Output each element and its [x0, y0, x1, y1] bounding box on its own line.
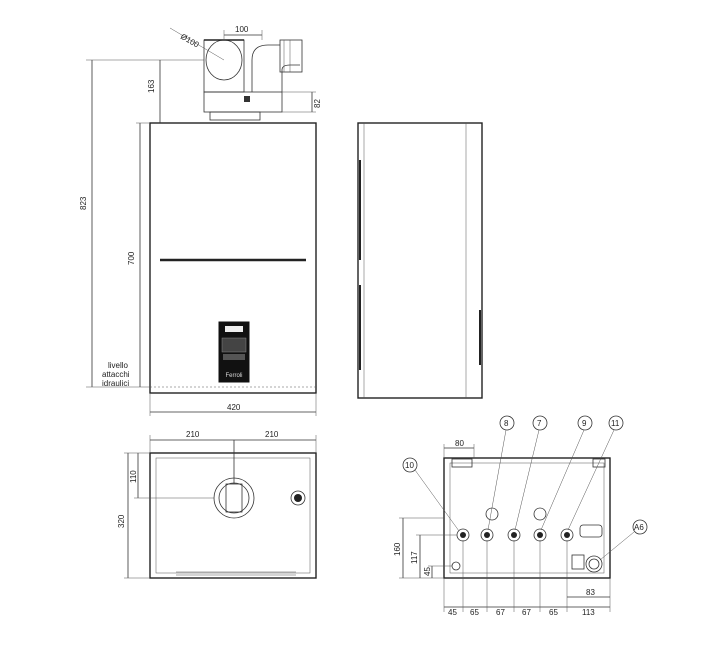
dim-spacing-65b: 65 [549, 608, 558, 617]
dim-spacing-67b: 67 [522, 608, 531, 617]
dim-depth: 320 [117, 514, 126, 528]
dim-half-left: 210 [186, 430, 200, 439]
dim-flue-spacing: 100 [235, 25, 249, 34]
dim-top-depth: 110 [129, 470, 138, 483]
front-view: Ferroli [149, 39, 317, 394]
dim-spacing-67a: 67 [496, 608, 505, 617]
front-dimensions: 823 163 700 82 100 Ø100 420 livello atta… [79, 25, 322, 416]
dim-spacing-113: 113 [582, 608, 595, 617]
dim-conn-height: 160 [393, 542, 402, 556]
front-body [149, 122, 317, 394]
callout-a6: A6 [634, 523, 644, 532]
dim-half-right: 210 [265, 430, 279, 439]
fitting-8 [480, 528, 494, 542]
callout-10: 10 [405, 461, 414, 470]
dim-conn-height2: 117 [410, 551, 419, 564]
dim-conn-low: 45 [423, 567, 432, 576]
level-label-2: attacchi [102, 370, 130, 379]
bottom-view [443, 457, 611, 579]
dim-flue-height: 163 [147, 79, 156, 93]
callouts: 10 8 7 9 11 A6 [402, 415, 648, 561]
dim-body-height: 700 [127, 251, 136, 265]
dim-spacing-83: 83 [586, 588, 595, 597]
flue-pipe-right [251, 39, 303, 92]
fitting-9 [533, 528, 547, 542]
side-view [357, 122, 483, 399]
control-panel: Ferroli [218, 321, 250, 383]
callout-11: 11 [611, 419, 620, 428]
flue-pipe-left [203, 39, 245, 93]
callout-8: 8 [504, 419, 509, 428]
dim-flue-diameter: Ø100 [179, 32, 201, 50]
callout-7: 7 [537, 419, 542, 428]
fitting-7 [507, 528, 521, 542]
dim-conn-offset: 80 [455, 439, 464, 448]
dim-flue-offset: 82 [313, 99, 322, 108]
dim-total-height: 823 [79, 196, 88, 210]
dim-width: 420 [227, 403, 241, 412]
top-view [149, 440, 317, 579]
dim-spacing-45: 45 [448, 608, 457, 617]
level-label-1: livello [108, 361, 129, 370]
flue-base [203, 91, 283, 113]
bottom-dimensions: 80 160 117 45 45 65 67 67 65 113 83 [393, 439, 611, 617]
top-dimensions: 210 210 110 320 [117, 430, 317, 579]
top-port [290, 490, 306, 506]
callout-9: 9 [582, 419, 587, 428]
dim-spacing-65a: 65 [470, 608, 479, 617]
level-label-3: idraulici [102, 379, 129, 388]
panel-brand: Ferroli [225, 373, 242, 379]
fitting-a6 [585, 555, 603, 573]
fitting-11 [560, 528, 574, 542]
